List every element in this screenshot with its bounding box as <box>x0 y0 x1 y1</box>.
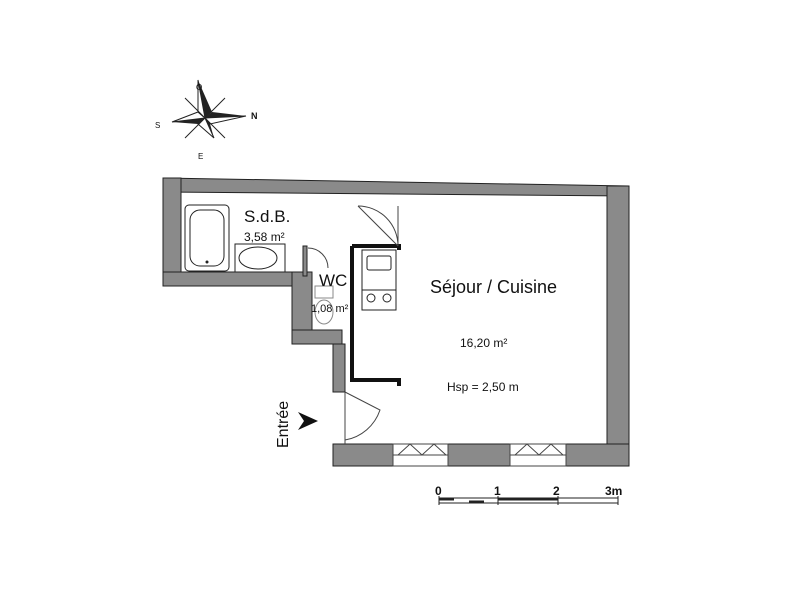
kitchen-partition <box>350 244 401 386</box>
bathtub <box>184 204 230 272</box>
windows <box>392 443 567 467</box>
window-1 <box>392 443 449 467</box>
compass-n-label: N <box>251 111 258 121</box>
wall-entry-left <box>332 343 346 393</box>
scale-tick-1: 1 <box>494 484 501 498</box>
compass-rose: O N S E <box>155 79 258 161</box>
compass-e-label: E <box>198 152 203 161</box>
scale-tick-3: 3m <box>605 484 622 498</box>
wc-area: 1,08 m² <box>311 303 349 315</box>
wall-bottom-left <box>162 271 299 287</box>
door-wc <box>307 247 329 269</box>
wall-top <box>162 177 630 197</box>
compass-s-label: S <box>155 121 160 130</box>
wc-name: WC <box>319 271 347 290</box>
entrance-arrow <box>298 412 318 430</box>
kitchen-units <box>361 249 397 311</box>
doors <box>307 205 399 444</box>
washbasin <box>234 243 286 273</box>
scale-tick-0: 0 <box>435 484 442 498</box>
wall-right <box>606 185 630 467</box>
wall-sdb-wc <box>302 245 308 277</box>
door-entry <box>344 391 381 441</box>
wall-bottom-3 <box>565 443 630 467</box>
scale-bar: 0 1 2 3m <box>435 484 622 505</box>
sejour-height: Hsp = 2,50 m <box>447 380 519 394</box>
toilet <box>314 285 334 325</box>
compass-o-label: O <box>196 83 202 92</box>
wall-bottom-1 <box>332 443 394 467</box>
sdb-area: 3,58 m² <box>244 230 285 244</box>
door-sdb <box>357 205 399 247</box>
wall-wc-bottom <box>291 329 343 345</box>
entrance-label: Entrée <box>275 401 292 448</box>
wall-left <box>162 177 182 287</box>
sdb-name: S.d.B. <box>244 207 290 226</box>
wall-bottom-2 <box>447 443 511 467</box>
walls <box>162 177 630 467</box>
sejour-area: 16,20 m² <box>460 336 507 350</box>
scale-tick-2: 2 <box>553 484 560 498</box>
sejour-name: Séjour / Cuisine <box>430 277 557 297</box>
window-2 <box>509 443 567 467</box>
